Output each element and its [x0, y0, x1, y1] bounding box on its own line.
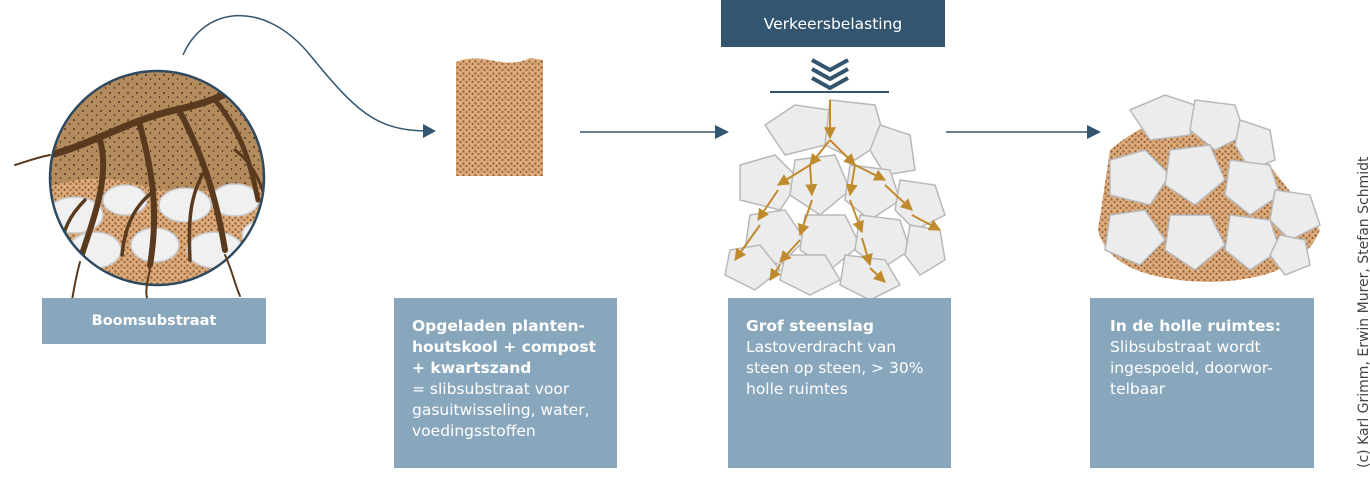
substrate-sample-icon: [456, 58, 543, 176]
flow-arrow-icon: [182, 14, 436, 138]
load-label-text: Verkeersbelasting: [763, 14, 903, 33]
step-head: Opgeladen planten- houtskool + compost +…: [412, 317, 597, 377]
step-head: Boomsubstraat: [91, 312, 217, 329]
step-head: Grof steenslag: [746, 317, 874, 335]
flow-arrow-icon: [946, 125, 1101, 139]
step-body: Lastoverdracht van steen op steen, > 30%…: [746, 338, 924, 398]
stone-pile-loaded-icon: [724, 99, 946, 301]
step-body: = slibsubstraat voor gasuitwisseling, wa…: [412, 380, 590, 440]
tree-root-circle-icon: [14, 69, 266, 301]
step-box-slibsubstraat: Opgeladen planten- houtskool + compost +…: [394, 298, 617, 468]
step-box-boomsubstraat: Boomsubstraat: [42, 298, 266, 344]
step-box-steenslag: Grof steenslag Lastoverdracht van steen …: [728, 298, 951, 468]
step-head: In de holle ruimtes:: [1110, 317, 1281, 335]
step-body: Slibsubstraat wordt ingespoeld, doorwor-…: [1110, 338, 1273, 398]
step-box-holle-ruimtes: In de holle ruimtes: Slibsubstraat wordt…: [1090, 298, 1314, 468]
copyright-credit: (c) Karl Grimm, Erwin Murer, Stefan Schm…: [1356, 156, 1370, 468]
load-chevron-icon: [770, 58, 889, 93]
stone-pile-filled-icon: [1098, 94, 1321, 282]
load-label: Verkeersbelasting: [721, 0, 945, 47]
flow-arrow-icon: [580, 125, 729, 139]
